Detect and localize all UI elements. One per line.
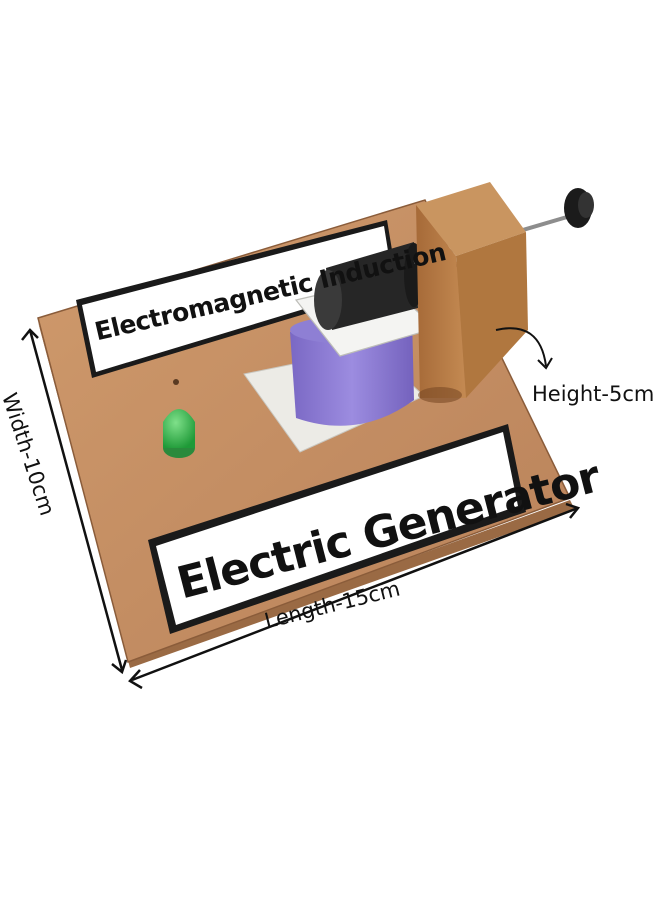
board-hole (173, 379, 179, 385)
wooden-post (416, 182, 528, 403)
sign-main-plate (156, 432, 518, 625)
green-led (163, 409, 195, 458)
height-label: Height-5cm (532, 382, 655, 406)
width-dimension-arrow (21, 328, 128, 675)
sign-top-plate (82, 226, 393, 372)
board-edge (38, 322, 575, 668)
length-dimension-arrow (128, 502, 581, 690)
crank-knob (564, 188, 594, 228)
height-indicator-arrow (495, 327, 553, 370)
